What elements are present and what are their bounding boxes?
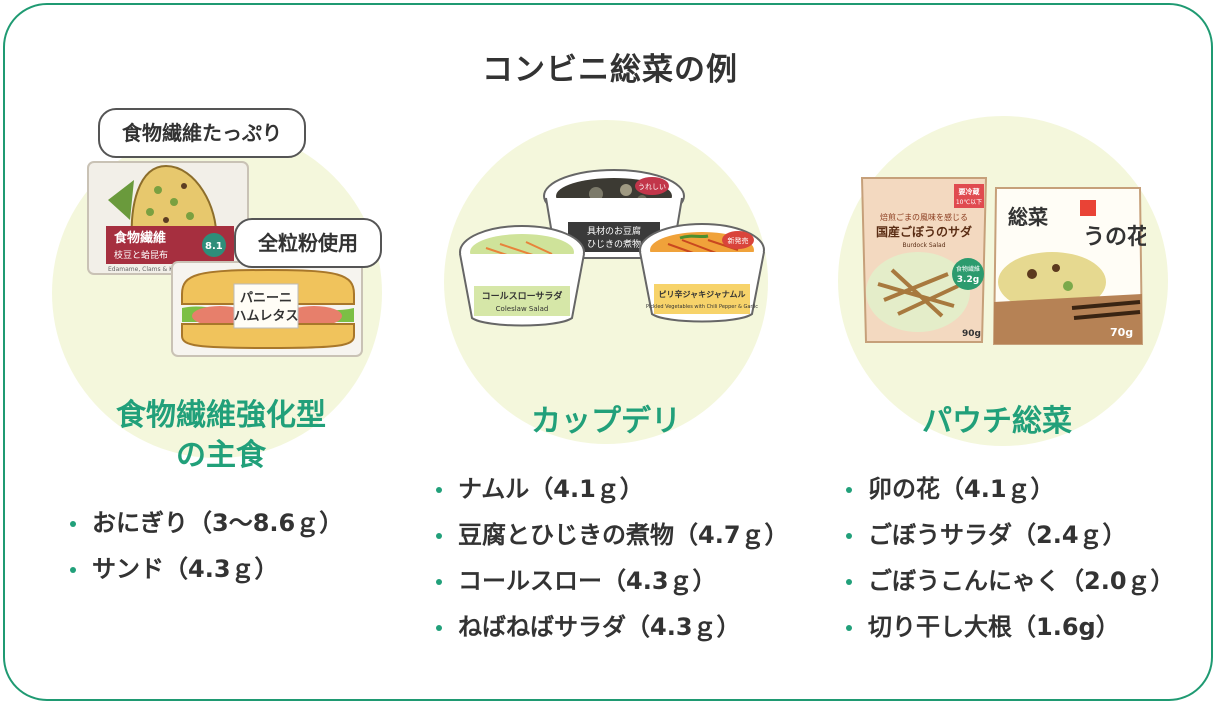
cup-right-badge: 新発売 xyxy=(728,236,749,245)
pouch-right-title: 総菜 xyxy=(1008,205,1048,229)
category-heading-cup-deli: カップデリ xyxy=(444,402,768,442)
panini-label-1: パニーニ xyxy=(240,291,292,306)
cup-right-en: Pickled Vegetables with Chili Pepper & G… xyxy=(646,304,758,310)
category-heading-pouch: パウチ総菜 xyxy=(832,402,1162,442)
burdock-salad-pouch-image: 要冷蔵 10℃以下 焙煎ごまの風味を感じる 国産ごぼうのサダ Burdock S… xyxy=(860,177,988,343)
category-heading-cup-deli-line1: カップデリ xyxy=(531,404,681,439)
pouch-left-badge: 要冷蔵 xyxy=(959,187,980,196)
speech-bubble-fiber: 食物繊維たっぷり xyxy=(98,108,306,158)
list-item: おにぎり（3〜8.6ｇ） xyxy=(66,500,343,546)
speech-bubble-wholewheat: 全粒粉使用 xyxy=(234,218,382,268)
onigiri-package-sub: 枝豆と蛤昆布 xyxy=(114,249,168,261)
list-item: 豆腐とひじきの煮物（4.7ｇ） xyxy=(432,512,789,558)
category-heading-staple-line1: 食物繊維強化型 xyxy=(116,398,326,433)
list-item: 切り干し大根（1.6g） xyxy=(842,604,1175,650)
list-item: コールスロー（4.3ｇ） xyxy=(432,558,789,604)
unohana-pouch-image: 総菜 うの花 70g xyxy=(992,187,1146,345)
list-item: ナムル（4.1ｇ） xyxy=(432,466,789,512)
pouch-right-name: うの花 xyxy=(1083,224,1146,250)
onigiri-package-title: 食物繊維 xyxy=(114,230,166,246)
cup-left-label: コールスローサラダ xyxy=(482,290,563,302)
onigiri-package-badge: 8.1 xyxy=(205,241,223,252)
pouch-left-badge-2: 10℃以下 xyxy=(956,199,982,206)
pouch-left-fiber: 食物繊維 xyxy=(956,265,980,273)
pouch-left-top: 焙煎ごまの風味を感じる xyxy=(880,212,968,222)
onigiri-package-image: 食物繊維 枝豆と蛤昆布 8.1 Edamame, Clams & Kelp xyxy=(87,161,249,275)
onigiri-package-en: Edamame, Clams & Kelp xyxy=(108,266,182,273)
speech-bubble-fiber-text: 食物繊維たっぷり xyxy=(122,121,282,145)
list-item: ごぼうこんにゃく（2.0ｇ） xyxy=(842,558,1175,604)
cup-back-badge: うれしい xyxy=(638,183,666,191)
speech-bubble-wholewheat-text: 全粒粉使用 xyxy=(258,231,358,255)
pouch-item-list: 卯の花（4.1ｇ） ごぼうサラダ（2.4ｇ） ごぼうこんにゃく（2.0ｇ） 切り… xyxy=(842,466,1175,650)
panini-package-image: パニーニ ハムレタス xyxy=(171,261,363,357)
list-item: ごぼうサラダ（2.4ｇ） xyxy=(842,512,1175,558)
cup-deli-item-list: ナムル（4.1ｇ） 豆腐とひじきの煮物（4.7ｇ） コールスロー（4.3ｇ） ね… xyxy=(432,466,789,650)
cup-left-en: Coleslaw Salad xyxy=(496,305,549,313)
pouch-left-weight: 90g xyxy=(962,329,981,339)
cup-back-label-2: ひじきの煮物 xyxy=(587,238,641,250)
list-item: サンド（4.3ｇ） xyxy=(66,546,343,592)
panini-label-2: ハムレタス xyxy=(233,309,298,324)
category-heading-pouch-line1: パウチ総菜 xyxy=(922,404,1072,439)
category-heading-staple: 食物繊維強化型 の主食 xyxy=(56,396,386,476)
cup-back-label: 具材のお豆腐 xyxy=(587,225,641,237)
pouch-left-en: Burdock Salad xyxy=(902,242,945,249)
pouch-left-title: 国産ごぼうのサダ xyxy=(876,224,972,239)
cup-deli-image: 具材のお豆腐 ひじきの煮物 うれしい コールスローサラダ Coleslaw Sa… xyxy=(459,169,765,327)
pouch-right-weight: 70g xyxy=(1110,326,1133,339)
category-heading-staple-line2: の主食 xyxy=(176,438,266,473)
list-item: 卯の花（4.1ｇ） xyxy=(842,466,1175,512)
staple-item-list: おにぎり（3〜8.6ｇ） サンド（4.3ｇ） xyxy=(66,500,343,592)
pouch-left-fiber-val: 3.2g xyxy=(957,275,979,285)
page-title: コンビニ総菜の例 xyxy=(482,52,738,88)
list-item: ねばねばサラダ（4.3ｇ） xyxy=(432,604,789,650)
cup-right-label: ピリ辛ジャキジャナムル xyxy=(659,289,746,299)
